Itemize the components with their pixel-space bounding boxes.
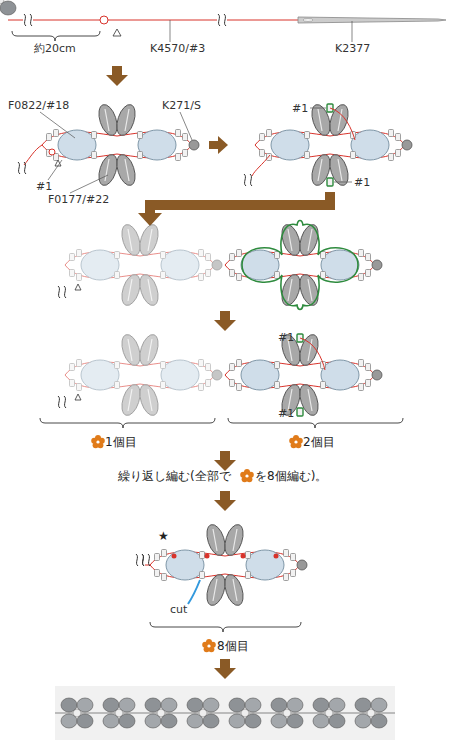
thread-and-needle xyxy=(8,12,446,42)
callout-number: #1 xyxy=(354,176,370,189)
part-label: K2377 xyxy=(335,42,370,55)
callout-number: #1 xyxy=(278,407,294,420)
step-label: 2個目 xyxy=(303,436,335,449)
callout-number: #1 xyxy=(278,331,294,344)
step-1-motifs xyxy=(18,102,412,193)
dimension-label: 約20cm xyxy=(34,42,76,55)
marker-symbol: ★ xyxy=(158,530,169,543)
step-2-motifs xyxy=(58,221,382,310)
step-label: 1個目 xyxy=(105,436,137,449)
finished-photo xyxy=(0,0,395,740)
part-label: F0822/#18 xyxy=(8,99,69,112)
callout-number: #1 xyxy=(292,102,308,115)
callout-number: #1 xyxy=(36,180,52,193)
part-label: F0177/#22 xyxy=(48,193,109,206)
step-label: 8個目 xyxy=(217,640,249,653)
instruction-text: を8個編む)。 xyxy=(255,470,327,483)
part-label: K4570/#3 xyxy=(150,42,205,55)
cut-label: cut xyxy=(170,603,187,616)
step-3-motifs xyxy=(40,332,403,448)
final-motif xyxy=(136,522,307,652)
instruction-text: 繰り返し編む(全部で xyxy=(118,470,231,483)
part-label: K271/S xyxy=(162,99,201,112)
